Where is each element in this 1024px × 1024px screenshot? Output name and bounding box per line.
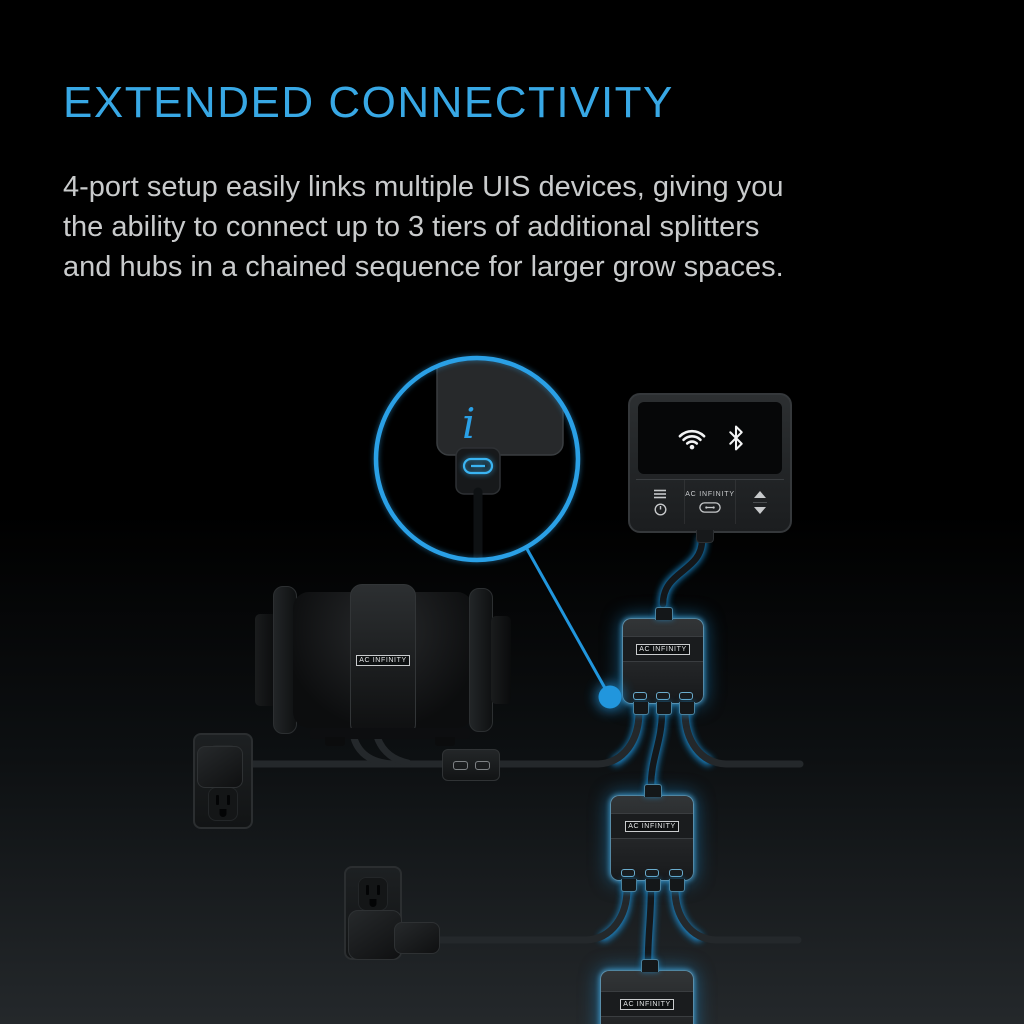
controller-screen xyxy=(638,402,782,474)
port-glyph xyxy=(632,692,647,700)
splitter1-out-port-1 xyxy=(633,702,649,715)
splitter1-out-port-3 xyxy=(679,702,695,715)
cable-splitter2-right xyxy=(671,885,802,944)
port-glyph xyxy=(655,692,670,700)
splitter2-out-port-3 xyxy=(669,879,685,892)
fan-flange-right xyxy=(469,588,493,732)
cable-splitter1-right xyxy=(681,708,804,768)
fan-mounting-bracket xyxy=(310,728,470,739)
page-description: 4-port setup easily links multiple UIS d… xyxy=(63,167,784,287)
splitter-hub-1: AC INFINITY xyxy=(622,607,704,715)
page-title: EXTENDED CONNECTIVITY xyxy=(63,78,674,127)
bluetooth-icon xyxy=(729,425,743,451)
power-cable-group xyxy=(236,708,804,944)
description-line-1: 4-port setup easily links multiple UIS d… xyxy=(63,171,784,203)
inline-cord-controller xyxy=(442,749,500,781)
splitter2-out-port-1 xyxy=(621,879,637,892)
splitter3-input-port xyxy=(641,959,659,972)
fan-center-band: AC INFINITY xyxy=(350,584,416,736)
menu-icon xyxy=(654,489,667,498)
splitter-hub-3: AC INFINITY xyxy=(600,959,694,1024)
fan-brand-label: AC INFINITY xyxy=(356,654,410,666)
controller-button-panel: AC INFINITY xyxy=(636,479,784,524)
splitter2-brand-label: AC INFINITY xyxy=(625,820,679,832)
cable-splitter2-to-plug xyxy=(432,885,631,944)
cable-splitter2-to-splitter3 xyxy=(644,885,655,966)
port-glyph xyxy=(621,869,635,877)
splitter1-out-port-2 xyxy=(656,702,672,715)
controller-brand-label: AC INFINITY xyxy=(685,491,735,498)
port-glyph xyxy=(645,869,659,877)
fan-foot xyxy=(325,737,345,746)
uis-cable-group xyxy=(644,536,706,966)
cable-splitter1-to-outlet xyxy=(236,708,643,768)
up-arrow-icon xyxy=(753,490,766,498)
splitter1-brand-label: AC INFINITY xyxy=(636,643,690,655)
power-plug-left xyxy=(197,746,243,788)
arrow-divider xyxy=(752,501,767,503)
controller-device: AC INFINITY xyxy=(628,393,792,543)
power-button-icon xyxy=(654,502,667,516)
splitter1-input-port xyxy=(655,607,673,620)
inline-duct-fan: AC INFINITY xyxy=(255,578,511,746)
port-glyph xyxy=(452,760,468,770)
wifi-icon xyxy=(678,429,706,450)
uis-port-icon xyxy=(699,502,721,513)
description-line-3: and hubs in a chained sequence for large… xyxy=(63,251,784,283)
port-glyph xyxy=(679,692,694,700)
receptacle xyxy=(358,877,388,911)
description-line-2: the ability to connect up to 3 tiers of … xyxy=(63,211,760,243)
controller-port-nub xyxy=(696,530,714,543)
receptacle xyxy=(208,787,238,821)
fan-duct-collar-right xyxy=(491,616,511,704)
cable-controller-to-splitter1 xyxy=(659,536,706,608)
right-angle-plug-arm xyxy=(394,922,440,954)
fan-foot xyxy=(435,737,455,746)
splitter3-brand-label: AC INFINITY xyxy=(620,998,674,1010)
port-glyph xyxy=(669,869,683,877)
cable-splitter1-to-splitter2 xyxy=(647,708,666,790)
splitter2-input-port xyxy=(644,784,662,797)
splitter-hub-2: AC INFINITY xyxy=(610,784,694,892)
splitter2-out-port-2 xyxy=(645,879,661,892)
port-glyph xyxy=(474,760,490,770)
down-arrow-icon xyxy=(753,506,766,514)
fan-duct-collar-left xyxy=(255,614,277,706)
